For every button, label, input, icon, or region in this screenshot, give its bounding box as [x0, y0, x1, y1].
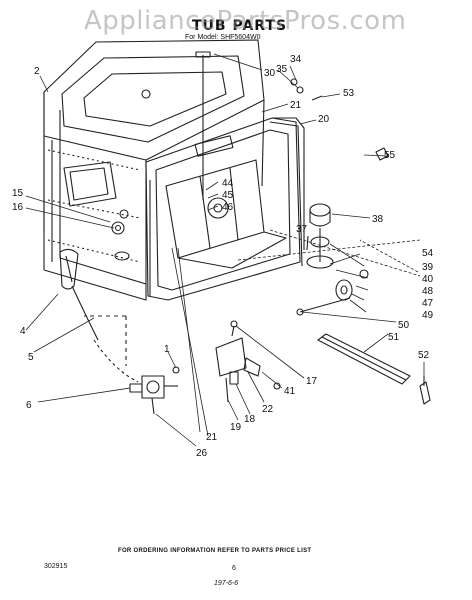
fill-funnel: [59, 248, 99, 341]
callout-labels: 2 30 34 35 53 21 20 55 44 45 46 15 16 38…: [12, 54, 434, 459]
callout-54: 54: [422, 248, 434, 259]
callout-2: 2: [34, 66, 40, 77]
callout-15: 15: [12, 188, 24, 199]
callout-45: 45: [222, 190, 234, 201]
callout-38: 38: [372, 214, 384, 225]
ordering-note: FOR ORDERING INFORMATION REFER TO PARTS …: [118, 548, 312, 554]
callout-16: 16: [12, 202, 24, 213]
callout-1: 1: [164, 344, 170, 355]
callout-47: 47: [422, 298, 434, 309]
callout-55: 55: [384, 150, 396, 161]
callout-39: 39: [422, 262, 434, 273]
callout-6: 6: [26, 400, 32, 411]
callout-19: 19: [230, 422, 242, 433]
callout-21-top: 21: [290, 100, 302, 111]
callout-51: 51: [388, 332, 400, 343]
callout-50: 50: [398, 320, 410, 331]
callout-17: 17: [306, 376, 318, 387]
callout-21-bottom: 21: [206, 432, 218, 443]
leader-lines: [25, 53, 425, 447]
document-number: 302915: [44, 563, 68, 570]
callout-35: 35: [276, 64, 288, 75]
callout-49: 49: [422, 310, 434, 321]
callout-48: 48: [422, 286, 434, 297]
callout-26: 26: [196, 448, 208, 459]
watermark: AppliancePartsPros.com: [84, 6, 407, 36]
callout-53: 53: [343, 88, 355, 99]
tub-body: [43, 39, 265, 301]
callout-52: 52: [418, 350, 430, 361]
water-valve: [129, 366, 180, 415]
revision-code: 197-6-6: [214, 580, 239, 587]
inner-tub: [165, 51, 287, 269]
diagram-title: TUB PARTS: [192, 18, 288, 34]
callout-20: 20: [318, 114, 330, 125]
rail: [317, 333, 411, 385]
callout-46: 46: [222, 202, 234, 213]
gasket-strip: [272, 117, 305, 250]
screw: [311, 95, 323, 101]
callout-30: 30: [264, 68, 276, 79]
callout-44: 44: [222, 178, 234, 189]
screw: [296, 86, 304, 94]
callout-34: 34: [290, 54, 302, 65]
page-number: 6: [232, 565, 236, 572]
callout-40: 40: [422, 274, 434, 285]
callout-18: 18: [244, 414, 256, 425]
float-switch: [215, 320, 281, 403]
model-subtitle: For Model: SHF5604W0: [185, 34, 261, 41]
callout-41: 41: [284, 386, 296, 397]
callout-5: 5: [28, 352, 34, 363]
bracket: [419, 376, 431, 405]
callout-22: 22: [262, 404, 274, 415]
callout-37: 37: [296, 224, 308, 235]
callout-4: 4: [20, 326, 26, 337]
wash-arm-assembly: [296, 203, 369, 316]
